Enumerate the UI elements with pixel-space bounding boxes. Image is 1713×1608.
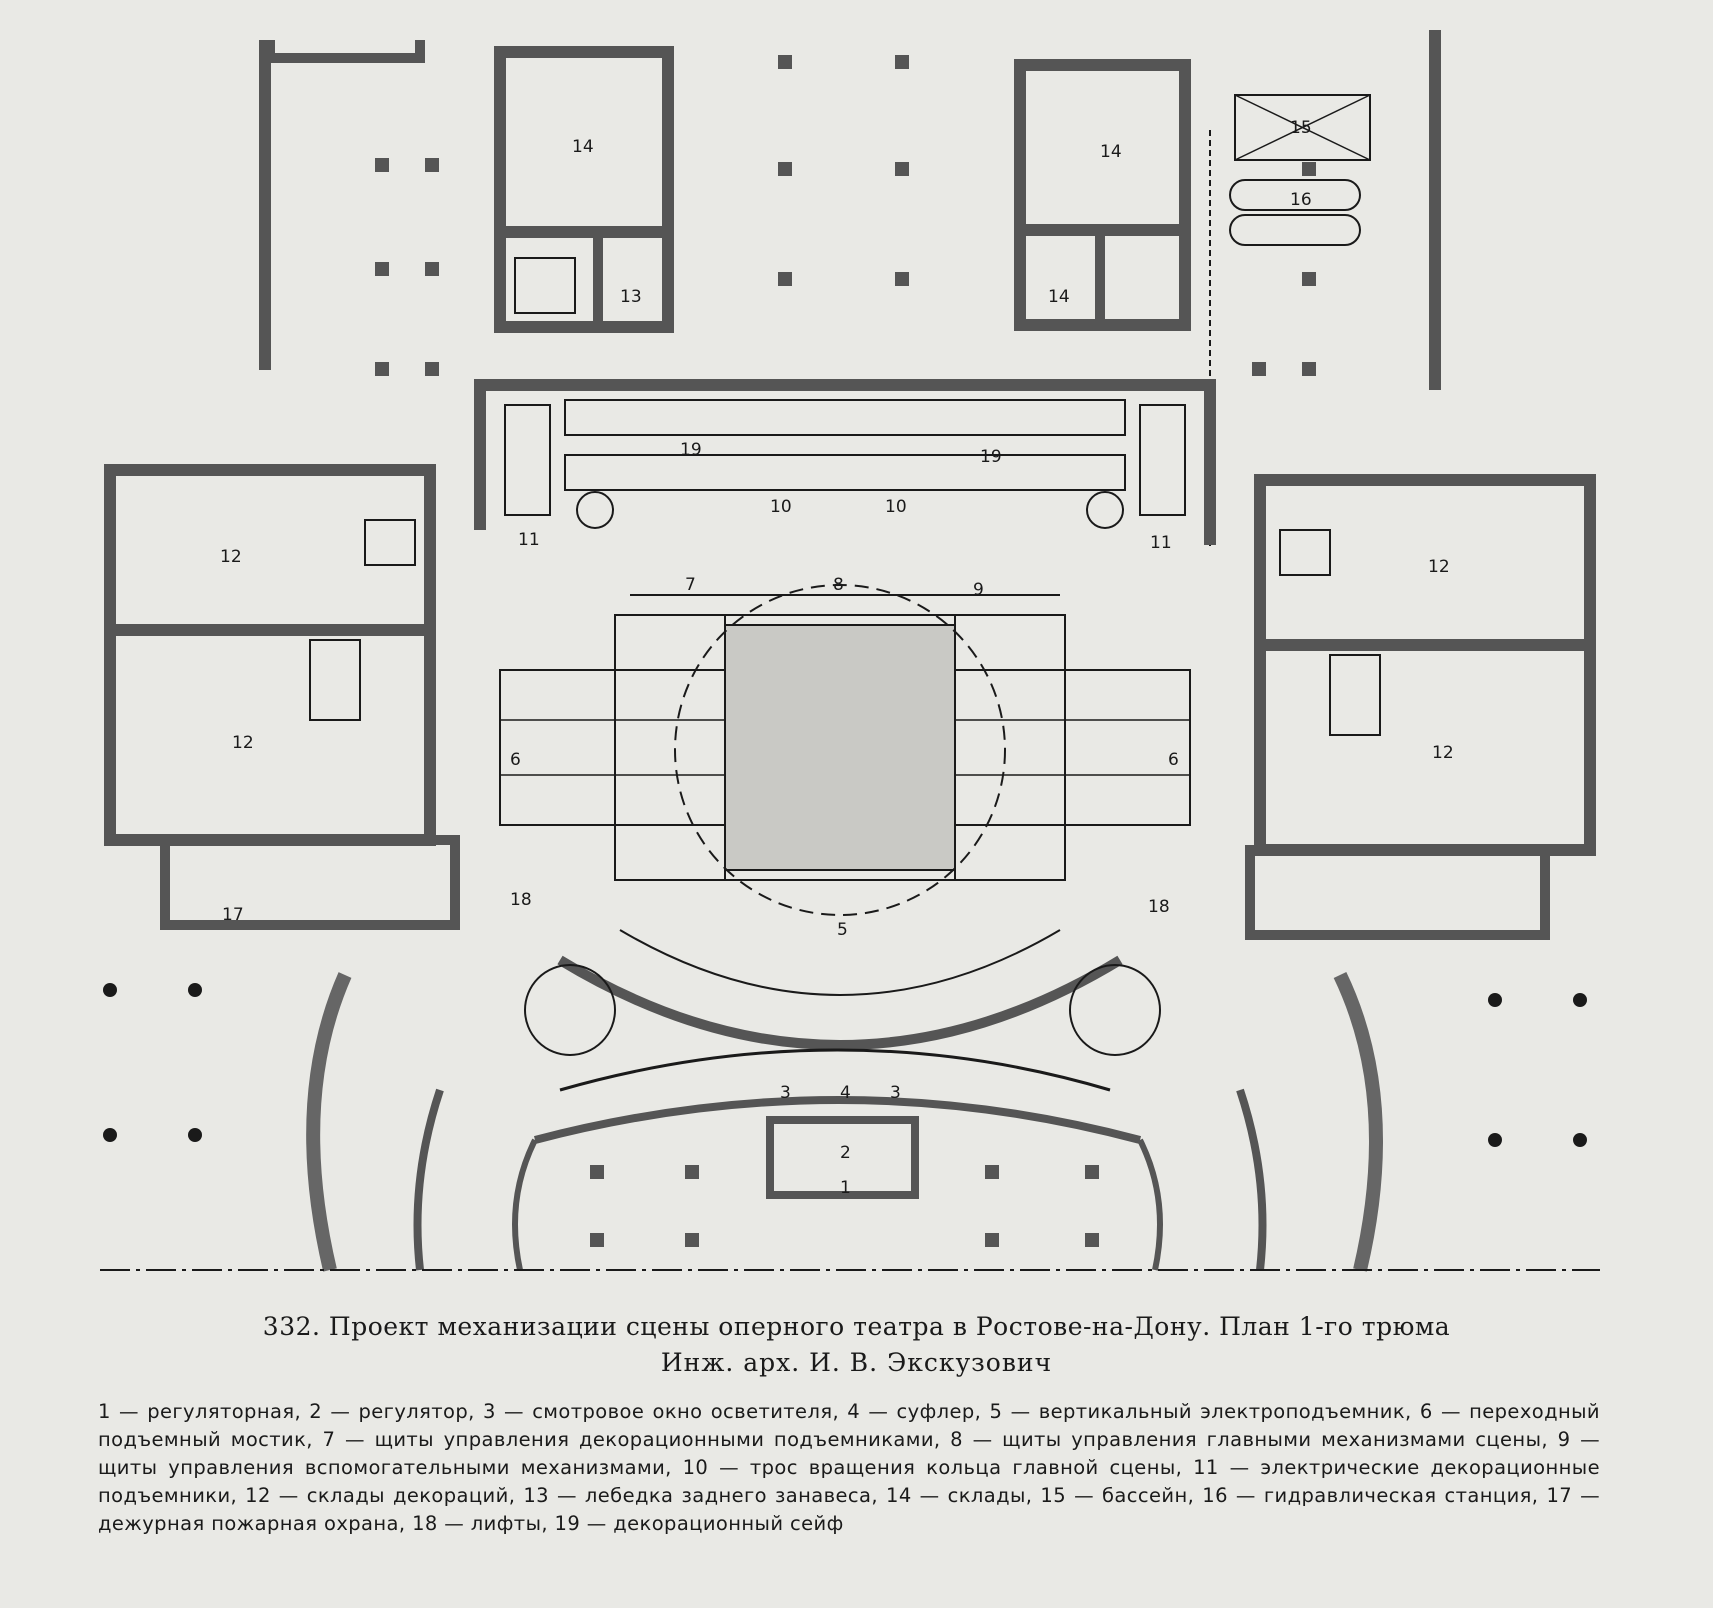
label-3-left: 3: [780, 1083, 791, 1103]
label-11-left: 11: [518, 530, 540, 550]
stage: [499, 584, 1191, 916]
label-16: 16: [1290, 190, 1312, 210]
floor-plan: 14 13 14 14 15 16 19 19 10 10 11 11 12 1…: [100, 30, 1600, 1272]
label-12-right-top: 12: [1428, 557, 1450, 577]
label-14-left: 14: [572, 137, 594, 157]
label-10-right: 10: [885, 497, 907, 517]
label-6-left: 6: [510, 750, 521, 770]
exterior-columns: [103, 983, 1587, 1147]
legend: 1 — регуляторная, 2 — регулятор, 3 — смо…: [98, 1400, 1600, 1535]
columns: [375, 55, 1316, 1247]
label-2: 2: [840, 1143, 851, 1163]
decoration-safe: [474, 379, 1216, 545]
label-14-small: 14: [1048, 287, 1070, 307]
label-18-right: 18: [1148, 897, 1170, 917]
orchestra: [306, 929, 1383, 1272]
label-12-left-bottom: 12: [232, 733, 254, 753]
label-18-left: 18: [510, 890, 532, 910]
plan-labels: 14 13 14 14 15 16 19 19 10 10 11 11 12 1…: [220, 118, 1454, 1198]
label-7: 7: [685, 575, 696, 595]
upper-left-rooms: [259, 40, 674, 370]
label-1: 1: [840, 1178, 851, 1198]
label-12-right-bottom: 12: [1432, 743, 1454, 763]
label-15: 15: [1290, 118, 1312, 138]
left-stores: [104, 464, 460, 930]
right-stores: [1245, 474, 1596, 940]
label-4: 4: [840, 1083, 851, 1103]
upper-right-rooms: [1014, 30, 1441, 550]
label-17: 17: [222, 905, 244, 925]
label-5: 5: [837, 920, 848, 940]
figure-caption: 332. Проект механизации сцены оперного т…: [262, 1312, 1451, 1341]
label-8: 8: [833, 575, 844, 595]
label-9: 9: [973, 580, 984, 600]
label-11-right: 11: [1150, 533, 1172, 553]
label-6-right: 6: [1168, 750, 1179, 770]
label-14-right: 14: [1100, 142, 1122, 162]
figure-author: Инж. арх. И. В. Экскузович: [660, 1348, 1053, 1377]
label-3-right: 3: [890, 1083, 901, 1103]
label-19-left: 19: [680, 440, 702, 460]
label-19-right: 19: [980, 447, 1002, 467]
label-10-left: 10: [770, 497, 792, 517]
label-13: 13: [620, 287, 642, 307]
label-12-left-top: 12: [220, 547, 242, 567]
